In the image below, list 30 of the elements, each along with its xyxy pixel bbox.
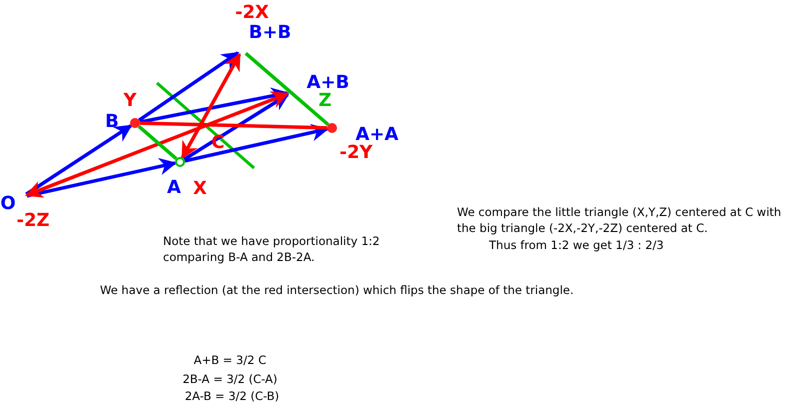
note-text: 2B-A = 3/2 (C-A) xyxy=(182,371,278,387)
note-text: We compare the little triangle (X,Y,Z) centered at C with the big triangle (-2X,-2Y,-2Z) centered at C. xyxy=(457,204,782,236)
note-text: Note that we have proportionality 1:2 comparing B-A and 2B-2A. xyxy=(163,233,381,265)
note-text: 2A-B = 3/2 (C-B) xyxy=(184,388,280,403)
vector-arrow xyxy=(25,124,132,196)
point-label: A xyxy=(167,179,181,197)
point-label: X xyxy=(193,180,207,198)
vector-arrow xyxy=(25,91,289,198)
line-segment xyxy=(138,124,178,160)
line-segment xyxy=(244,52,330,126)
point-label: B xyxy=(105,113,119,131)
note-text: A+B = 3/2 C xyxy=(192,352,268,368)
vector-arrow xyxy=(138,51,240,122)
note-text: We have a reflection (at the red intersection) which flips the shape of the triangle. xyxy=(100,282,575,298)
vector-arrow xyxy=(184,124,329,163)
vector-arrow xyxy=(140,87,289,124)
vector-arrow xyxy=(180,52,242,160)
point-label: A+B xyxy=(306,74,350,92)
vector-arrow xyxy=(183,93,290,161)
note-text: Thus from 1:2 we get 1/3 : 2/3 xyxy=(489,237,665,253)
point-label: A+A xyxy=(356,126,398,144)
point-label: Z xyxy=(318,92,332,110)
point-label: -2X xyxy=(235,4,269,22)
point-label: -2Y xyxy=(339,144,373,162)
point-label: -2Z xyxy=(16,212,50,230)
point-label: O xyxy=(0,195,16,213)
point-label: B+B xyxy=(248,24,292,42)
vector-arrow xyxy=(26,158,177,198)
point-label: Y xyxy=(123,92,137,110)
line-segment xyxy=(140,121,328,130)
